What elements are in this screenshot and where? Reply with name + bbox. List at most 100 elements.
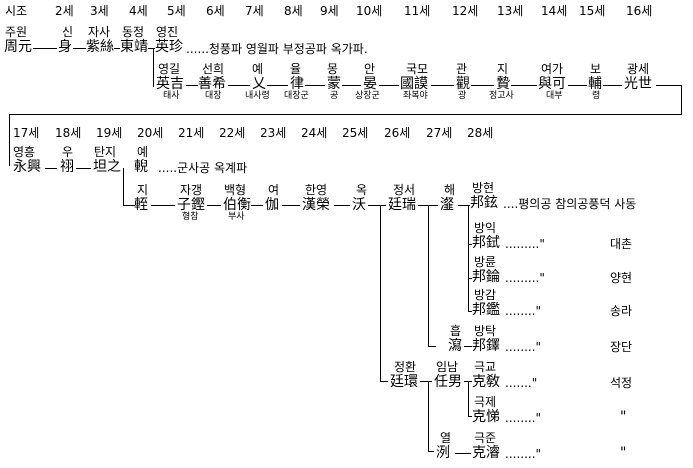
branch-hanja: 邦錀 [472, 269, 500, 285]
branch-reading: 방익 [474, 221, 497, 235]
person-hanja: 晏 [363, 76, 377, 92]
person-hanja: 伯衡 [223, 197, 251, 213]
generation-label: 23세 [260, 126, 287, 140]
person-reading: 옥 [356, 183, 368, 197]
branch-note: ........" [505, 447, 542, 461]
connector [123, 205, 135, 206]
connector [428, 451, 434, 452]
person-hanja: 贄 [496, 76, 510, 92]
connector [148, 48, 155, 49]
branch-reading: 극준 [474, 431, 497, 445]
branch-reading: 임남 [436, 360, 459, 374]
person-hanja: 坦之 [93, 159, 121, 175]
connector [282, 205, 300, 206]
person-title: 좌복야 [403, 91, 428, 101]
generation-label: 25세 [342, 126, 369, 140]
branch-note: ....평의공 참의공풍덕 사동 [503, 197, 637, 211]
connector [380, 205, 381, 382]
connector [428, 346, 436, 347]
person-hanja: 乂 [252, 76, 266, 92]
branch-place: 석정 [610, 376, 633, 390]
generation-label: 18세 [55, 126, 82, 140]
connector [45, 168, 57, 169]
connector [153, 49, 154, 87]
person-reading: 영흥 [13, 145, 36, 159]
branch-reading: 정환 [394, 360, 417, 374]
person-hanja: 瀣 [440, 197, 454, 213]
branch-place: " [620, 445, 627, 461]
person-reading: 선희 [202, 62, 225, 76]
branch-reading: 방감 [474, 288, 497, 302]
connector [468, 381, 469, 417]
generation-label: 15세 [579, 4, 606, 18]
person-title: 령 [592, 91, 601, 101]
generation-label: 16세 [626, 4, 653, 18]
generation-label: 11세 [404, 4, 431, 18]
connector [468, 416, 472, 417]
person-hanja: 律 [290, 76, 304, 92]
person-hanja: 子鏗 [177, 197, 205, 213]
branch-note: ........" [505, 340, 542, 354]
person-reading: 예 [137, 145, 149, 159]
generation-label: 14세 [541, 4, 568, 18]
branch-reading: 열 [440, 431, 452, 445]
person-hanja: 永興 [13, 159, 41, 175]
person-reading: 동정 [122, 25, 145, 39]
branch-hanja: 任男 [434, 374, 462, 390]
branch-hanja: 邦鐸 [472, 338, 500, 354]
connector [471, 85, 494, 86]
connector [33, 48, 57, 49]
lineage-note: ......청풍파 영월파 부정공파 옥가파. [186, 42, 368, 56]
person-hanja: 國謨 [400, 76, 428, 92]
branch-reading: 방탁 [474, 324, 497, 338]
branch-hanja: 克敎 [472, 374, 500, 390]
branch-place: 양현 [610, 271, 633, 285]
connector [468, 205, 469, 312]
connector [428, 205, 429, 346]
branch-hanja: 洌 [436, 445, 450, 461]
person-reading: 여 [268, 183, 280, 197]
lineage-note: .....군사공 옥계파 [158, 161, 248, 175]
person-reading: 영진 [156, 25, 179, 39]
branch-hanja: 克濬 [472, 445, 500, 461]
person-reading: 해 [444, 183, 456, 197]
person-reading: 지 [497, 62, 509, 76]
person-reading: 탄지 [94, 145, 117, 159]
person-reading: 안 [364, 62, 376, 76]
person-hanja: 英吉 [156, 76, 184, 92]
connector [186, 85, 198, 86]
person-reading: 정서 [393, 183, 416, 197]
person-reading: 우 [62, 145, 74, 159]
person-hanja: 輊 [134, 197, 148, 213]
branch-note: ......." [505, 376, 538, 390]
connector [368, 205, 386, 206]
person-hanja: 輔 [588, 76, 602, 92]
connector [114, 48, 120, 49]
branch-note: ........" [505, 304, 542, 318]
person-title: 광 [458, 91, 467, 101]
branch-place: 송라 [610, 304, 633, 318]
branch-reading: 방륜 [474, 255, 497, 269]
branch-reading: 극제 [474, 395, 497, 409]
person-reading: 한영 [305, 183, 328, 197]
person-hanja: 伽 [265, 197, 279, 213]
connector [603, 85, 622, 86]
branch-hanja: 邦鉽 [472, 235, 500, 251]
person-title: 공 [330, 91, 339, 101]
connector [267, 85, 288, 86]
branch-hanja: 瀉 [448, 338, 462, 354]
generation-label: 17세 [13, 126, 40, 140]
person-hanja: 英珍 [155, 39, 183, 55]
connector [468, 278, 472, 279]
person-reading: 국모 [406, 62, 429, 76]
connector [73, 48, 86, 49]
person-hanja: 蒙 [327, 76, 341, 92]
person-reading: 자사 [88, 25, 111, 39]
connector [568, 85, 587, 86]
generation-label: 28세 [467, 126, 494, 140]
connector [334, 205, 350, 206]
generation-label: 13세 [497, 4, 524, 18]
generation-label: 9세 [320, 4, 339, 18]
person-hanja: 廷瑞 [388, 197, 416, 213]
